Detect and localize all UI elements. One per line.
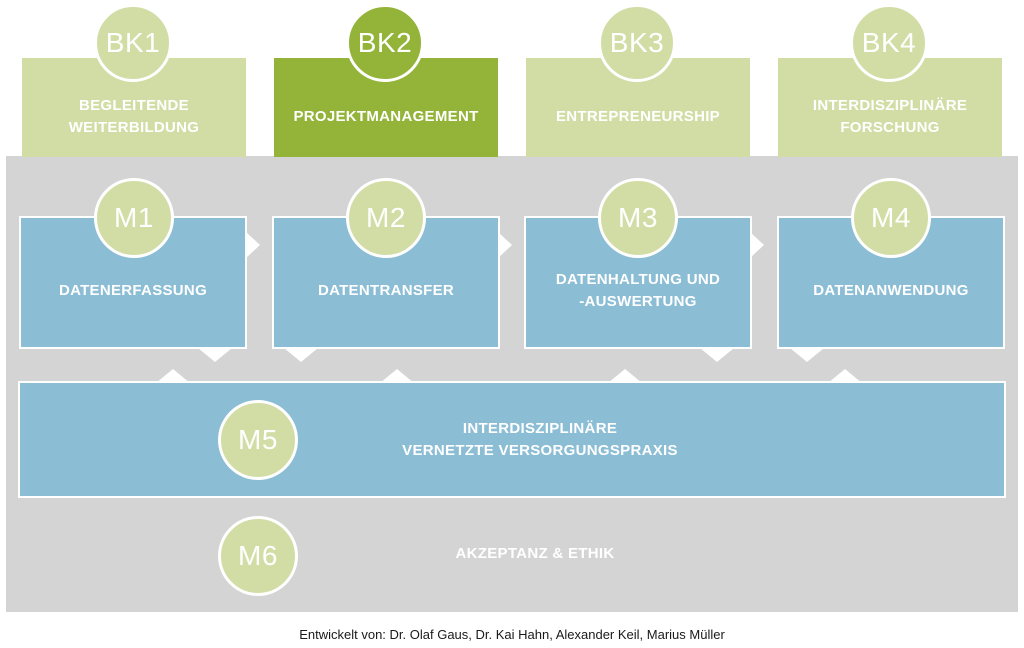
m2-badge: M2	[346, 178, 426, 258]
bk3-badge: BK3	[598, 4, 676, 82]
m5-badge: M5	[218, 400, 298, 480]
bk2-badge: BK2	[346, 4, 424, 82]
bk4-box[interactable]: INTERDISZIPLINÄRE FORSCHUNG	[778, 58, 1002, 157]
m3-badge: M3	[598, 178, 678, 258]
bk3-box[interactable]: ENTREPRENEURSHIP	[526, 58, 750, 157]
m5-box[interactable]	[18, 381, 1006, 498]
bk4-badge: BK4	[850, 4, 928, 82]
m6-label: AKZEPTANZ & ETHIK	[455, 545, 615, 562]
m5-label: INTERDISZIPLINÄRE VERNETZTE VERSORGUNGSP…	[402, 420, 678, 459]
m1-badge: M1	[94, 178, 174, 258]
credits-footer: Entwickelt von: Dr. Olaf Gaus, Dr. Kai H…	[299, 627, 725, 642]
m4-badge: M4	[851, 178, 931, 258]
bk1-badge: BK1	[94, 4, 172, 82]
m6-badge: M6	[218, 516, 298, 596]
bk2-box[interactable]: PROJEKTMANAGEMENT	[274, 58, 498, 157]
